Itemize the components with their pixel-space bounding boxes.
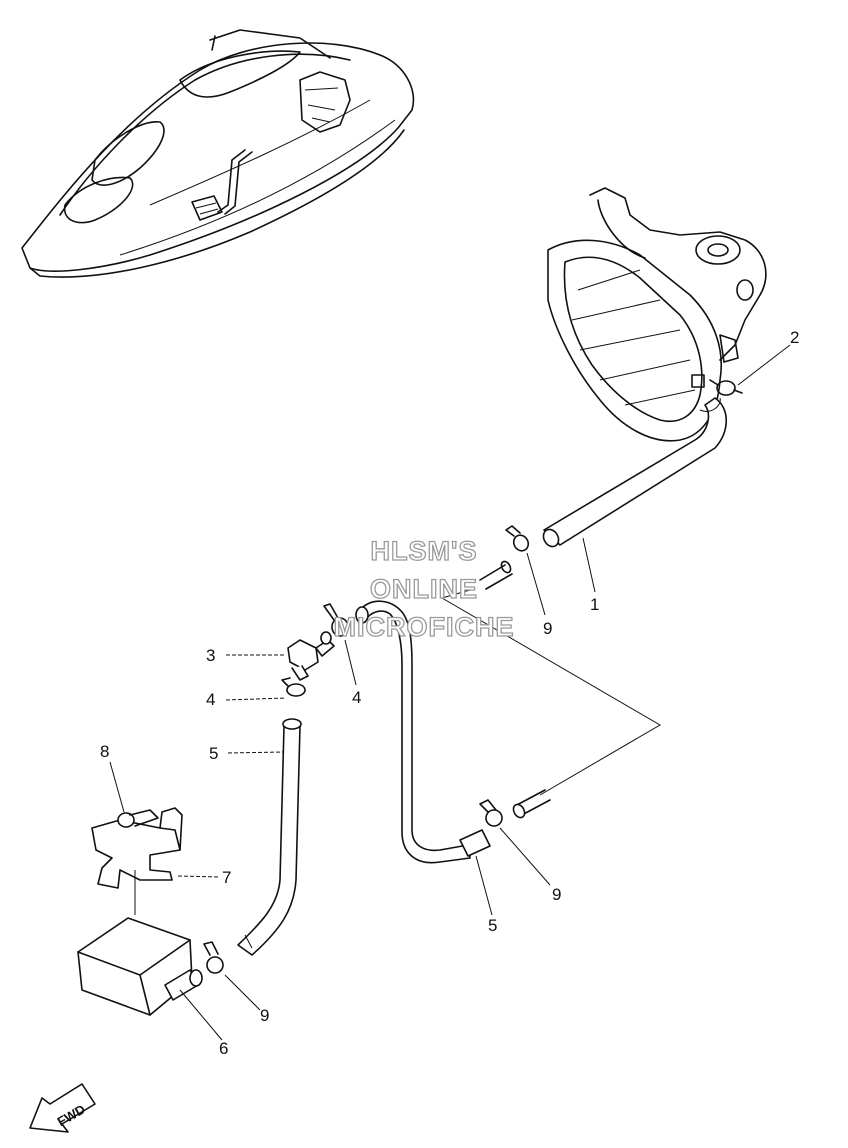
clamp-part-2: [709, 379, 743, 396]
bracket-part-7: [91, 807, 183, 915]
callout-9-upper: 9: [543, 619, 552, 638]
watermark: HLSM'S ONLINE MICROFICHE: [333, 535, 515, 642]
hose-part-5-middle: [355, 600, 491, 864]
callout-5-left: 5: [209, 744, 218, 763]
callout-9-lower-left: 9: [260, 1006, 269, 1025]
callout-4-right: 4: [352, 688, 361, 707]
callout-5-middle: 5: [488, 916, 497, 935]
jet-pump-housing-illustration: [547, 187, 767, 442]
watermark-line-2: ONLINE: [370, 574, 478, 604]
fwd-arrow-icon: FWD: [29, 1083, 96, 1133]
filter-box-part-6: [77, 917, 203, 1016]
bolt-part-8: [117, 809, 159, 828]
callout-9-lower-right: 9: [552, 885, 561, 904]
pipe-fitting-upper: [479, 560, 513, 590]
callout-labels: 1 2 3 4 4 5 5 6 7 8 9 9 9: [100, 328, 799, 1058]
pipe-fitting-lower: [512, 789, 551, 819]
watercraft-overview-illustration: [21, 29, 415, 278]
leader-lines: [109, 344, 791, 1041]
callout-2: 2: [790, 328, 799, 347]
hose-part-5-left: [237, 718, 302, 956]
watermark-line-3: MICROFICHE: [334, 612, 515, 642]
callout-1: 1: [590, 595, 599, 614]
clamp-part-4-right: [323, 603, 349, 637]
callout-8: 8: [100, 742, 109, 761]
callout-6: 6: [219, 1039, 228, 1058]
watermark-line-1: HLSM'S: [371, 536, 478, 566]
clamp-part-9-upper: [505, 525, 530, 552]
clamp-part-9-lower-left: [203, 941, 224, 974]
clamp-part-9-lower-right: [479, 799, 503, 827]
reference-bracket-line: [441, 589, 661, 796]
clamp-part-4-left: [281, 677, 306, 697]
callout-3: 3: [206, 646, 215, 665]
elbow-connector-part-3: [287, 631, 335, 681]
callout-7: 7: [222, 868, 231, 887]
callout-4-left: 4: [206, 690, 215, 709]
hose-part-1: [542, 397, 728, 548]
